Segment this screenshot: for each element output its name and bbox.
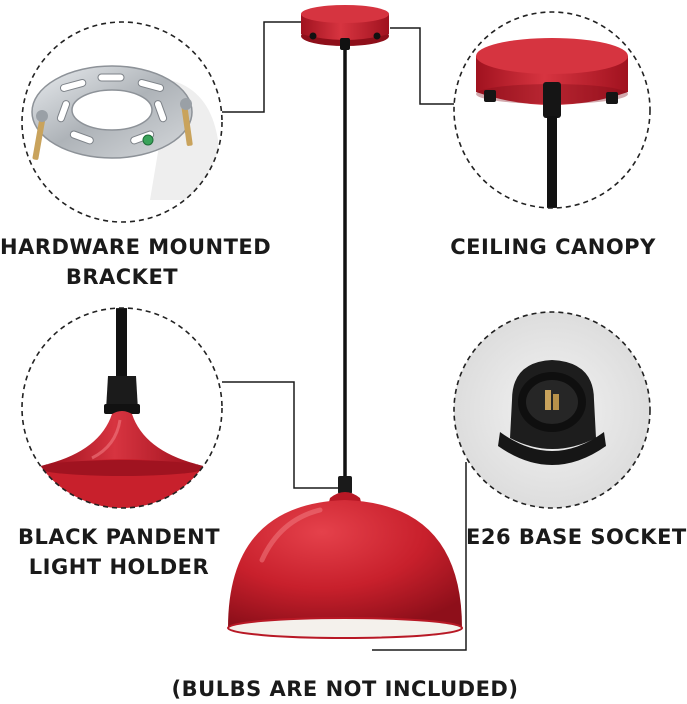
detail-circle-bracket — [21, 21, 223, 223]
shade-dome — [228, 500, 462, 628]
label-ceiling-canopy: CEILING CANOPY — [450, 235, 656, 259]
pendant-lamp — [227, 5, 463, 639]
label-socket: E26 BASE SOCKET — [466, 525, 687, 549]
label-bracket-line1: HARDWARE MOUNTED — [0, 235, 272, 259]
lamp-holder — [338, 476, 352, 494]
dashed-circle-canopy — [453, 11, 651, 209]
label-holder-line2: LIGHT HOLDER — [28, 555, 210, 579]
detail-circle-canopy — [453, 11, 651, 209]
leader-line-holder — [222, 381, 338, 489]
shade-inner — [227, 617, 463, 639]
detail-circle-socket — [453, 311, 651, 509]
leader-line-socket — [372, 462, 467, 651]
detail-circle-holder — [21, 307, 223, 509]
leader-line-canopy — [390, 27, 454, 105]
leader-line-bracket — [222, 21, 303, 113]
dashed-circle-holder — [21, 307, 223, 509]
footnote-bulbs: (BULBS ARE NOT INCLUDED) — [171, 677, 519, 701]
label-holder-line1: BLACK PANDENT — [17, 525, 221, 549]
dashed-circle-socket — [453, 311, 651, 509]
dashed-circle-bracket — [21, 21, 223, 223]
top-canopy — [301, 5, 389, 50]
label-bracket-line2: BRACKET — [65, 265, 179, 289]
leader-lines — [222, 21, 467, 651]
